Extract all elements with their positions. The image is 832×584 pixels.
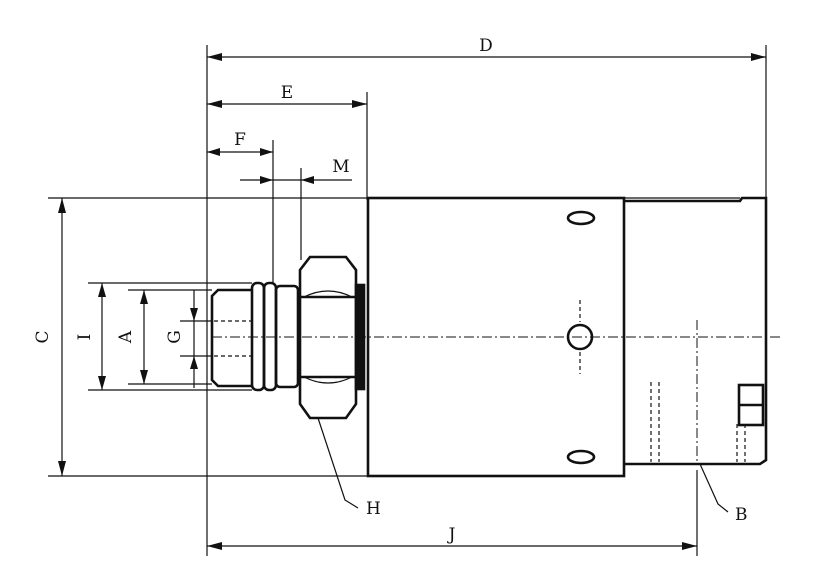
label-i: I [75, 334, 95, 341]
label-f: F [234, 130, 246, 150]
label-m: M [332, 157, 349, 177]
rotor-housing [624, 196, 768, 466]
leader-h: H [317, 417, 381, 519]
label-h: H [366, 499, 381, 519]
dimension-e: E [207, 83, 367, 108]
extension-lines [48, 45, 767, 556]
collar [250, 281, 300, 392]
center-port-hole [566, 323, 594, 351]
dimension-c: C [33, 198, 66, 476]
threaded-fitting [210, 288, 252, 388]
main-body [366, 196, 626, 478]
dimension-j: J [207, 525, 697, 550]
top-port-hole [566, 210, 596, 226]
dimension-d: D [207, 36, 766, 61]
label-c: C [33, 330, 53, 343]
label-b: B [735, 505, 748, 525]
dimension-f: F [207, 130, 273, 156]
leader-b: B [699, 463, 748, 525]
label-d: D [479, 36, 493, 56]
dimension-g: G [165, 290, 198, 388]
label-j: J [447, 525, 456, 545]
hex-nut [298, 255, 366, 420]
bottom-port-hole [566, 449, 596, 465]
label-a: A [116, 330, 136, 344]
dimension-m: M [240, 157, 352, 184]
dimension-i: I [75, 283, 106, 390]
dimension-a: A [116, 290, 148, 384]
label-g: G [165, 330, 185, 344]
label-e: E [281, 83, 293, 103]
